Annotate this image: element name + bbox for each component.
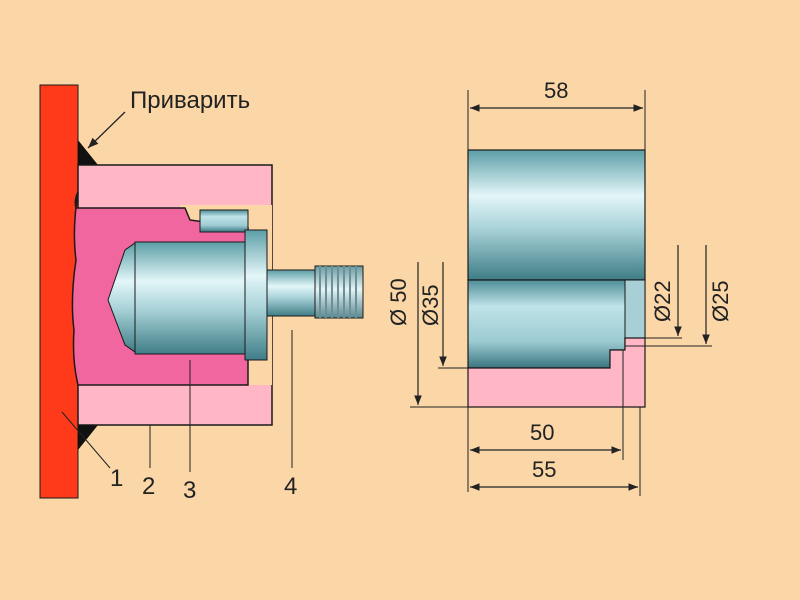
pin-collar bbox=[244, 229, 268, 361]
part-bore-step bbox=[624, 279, 646, 339]
dim-dia-step: Ø25 bbox=[708, 280, 733, 322]
pin-neck bbox=[266, 269, 318, 317]
callout-4: 4 bbox=[284, 473, 297, 500]
pin-thread bbox=[314, 265, 364, 319]
dim-overall-length: 58 bbox=[544, 78, 568, 103]
pin-shaft bbox=[134, 241, 246, 355]
weld-note-leader bbox=[87, 111, 126, 149]
insert-shoulder bbox=[199, 209, 249, 233]
dim-dia-small: Ø22 bbox=[650, 280, 675, 322]
weld-note: Приварить bbox=[130, 87, 250, 114]
dim-dia-outer: Ø 50 bbox=[386, 278, 411, 326]
dim-bore-depth: 50 bbox=[530, 420, 554, 445]
weld-bottom bbox=[78, 425, 98, 450]
part-wall-section bbox=[467, 337, 646, 408]
part-exterior bbox=[467, 149, 646, 281]
dimensioned-part: 58 50 55 Ø 50 Ø35 Ø22 Ø25 bbox=[386, 78, 733, 496]
dim-base-length: 55 bbox=[532, 457, 556, 482]
callout-1: 1 bbox=[110, 465, 123, 492]
dim-dia-bore: Ø35 bbox=[418, 284, 443, 326]
assembly-section: Приварить 1 2 3 4 bbox=[39, 84, 364, 504]
wall-plate bbox=[39, 84, 79, 499]
weld-top bbox=[78, 140, 98, 165]
callout-1-leader bbox=[61, 411, 111, 469]
callout-3: 3 bbox=[183, 477, 196, 504]
callout-2: 2 bbox=[142, 473, 155, 500]
